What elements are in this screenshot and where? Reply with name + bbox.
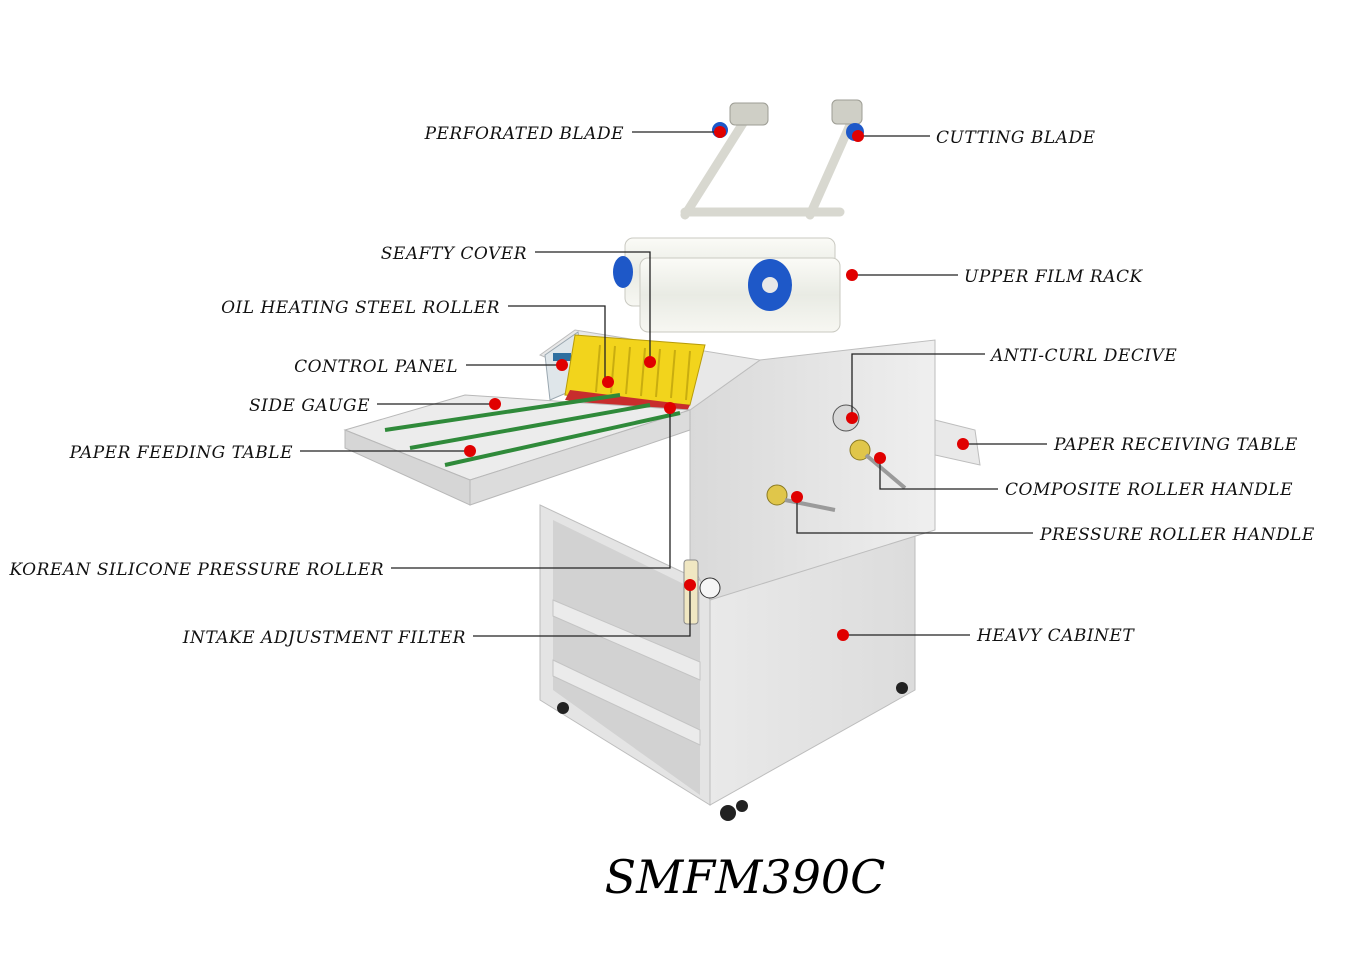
label-heavy-cabinet: HEAVY CABINET <box>976 626 1135 646</box>
leader-lines <box>300 131 1047 637</box>
marker-composite-roller-handle <box>874 452 886 464</box>
marker-korean-silicone-pressure-roller <box>664 402 676 414</box>
label-perforated-blade: PERFORATED BLADE <box>424 124 624 144</box>
marker-cutting-blade <box>852 130 864 142</box>
label-paper-feeding-table: PAPER FEEDING TABLE <box>69 443 293 463</box>
caster-front <box>720 805 736 821</box>
caster-front-2 <box>736 800 748 812</box>
leader-pressure-roller-handle <box>796 497 1033 534</box>
label-upper-film-rack: UPPER FILM RACK <box>964 267 1144 287</box>
markers <box>464 126 969 641</box>
cutting-blade-head <box>831 99 863 125</box>
feeding-table-front <box>469 409 691 506</box>
label-korean-silicone-pressure-roller: KOREAN SILICONE PRESSURE ROLLER <box>8 560 384 580</box>
label-oil-heating-steel-roller: OIL HEATING STEEL ROLLER <box>221 298 500 318</box>
marker-anti-curl-decive <box>846 412 858 424</box>
label-composite-roller-handle: COMPOSITE ROLLER HANDLE <box>1005 480 1293 500</box>
shelf-bottom <box>552 659 701 746</box>
leader-intake-adjustment-filter <box>473 585 691 637</box>
caster-left <box>557 702 569 714</box>
label-intake-adjustment-filter: INTAKE ADJUSTMENT FILTER <box>182 628 466 648</box>
label-anti-curl-decive: ANTI-CURL DECIVE <box>989 346 1177 366</box>
marker-oil-heating-steel-roller <box>602 376 614 388</box>
feed-belts <box>384 393 681 467</box>
marker-side-gauge <box>489 398 501 410</box>
marker-paper-feeding-table <box>464 445 476 457</box>
label-side-gauge: SIDE GAUGE <box>249 396 370 416</box>
composite-handle-bar <box>864 453 907 490</box>
model-name: SMFM390C <box>605 850 886 904</box>
leader-seafty-cover <box>535 251 651 362</box>
composite-handle-hub <box>849 439 871 461</box>
cutting-arms <box>680 115 855 220</box>
label-seafty-cover: SEAFTY COVER <box>381 244 527 264</box>
laminator-machine <box>343 99 981 821</box>
label-paper-receiving-table: PAPER RECEIVING TABLE <box>1053 435 1298 455</box>
marker-intake-adjustment-filter <box>684 579 696 591</box>
control-display <box>553 353 571 361</box>
film-roll-core-left <box>613 256 633 288</box>
marker-paper-receiving-table <box>957 438 969 450</box>
intake-filter-body <box>683 559 699 625</box>
callout-labels: PERFORATED BLADE CUTTING BLADE SEAFTY CO… <box>8 124 1314 648</box>
leader-korean-silicone-pressure-roller <box>391 408 671 569</box>
safety-cover-vents <box>595 344 691 401</box>
label-control-panel: CONTROL PANEL <box>294 357 458 377</box>
marker-pressure-roller-handle <box>791 491 803 503</box>
leader-oil-heating-steel-roller <box>508 305 606 380</box>
intake-filter-gauge <box>699 577 721 599</box>
pressure-handle-hub <box>766 484 788 506</box>
marker-heavy-cabinet <box>837 629 849 641</box>
film-roll-hub <box>762 277 778 293</box>
lower-film-roll <box>639 257 841 333</box>
shelf-middle <box>552 599 701 681</box>
marker-perforated-blade <box>714 126 726 138</box>
leader-composite-roller-handle <box>879 458 998 490</box>
caster-right <box>896 682 908 694</box>
marker-upper-film-rack <box>846 269 858 281</box>
marker-control-panel <box>556 359 568 371</box>
marker-seafty-cover <box>644 356 656 368</box>
leader-anti-curl-decive <box>851 353 985 418</box>
label-cutting-blade: CUTTING BLADE <box>936 128 1096 148</box>
perforated-blade-head <box>729 102 769 126</box>
label-pressure-roller-handle: PRESSURE ROLLER HANDLE <box>1039 525 1315 545</box>
